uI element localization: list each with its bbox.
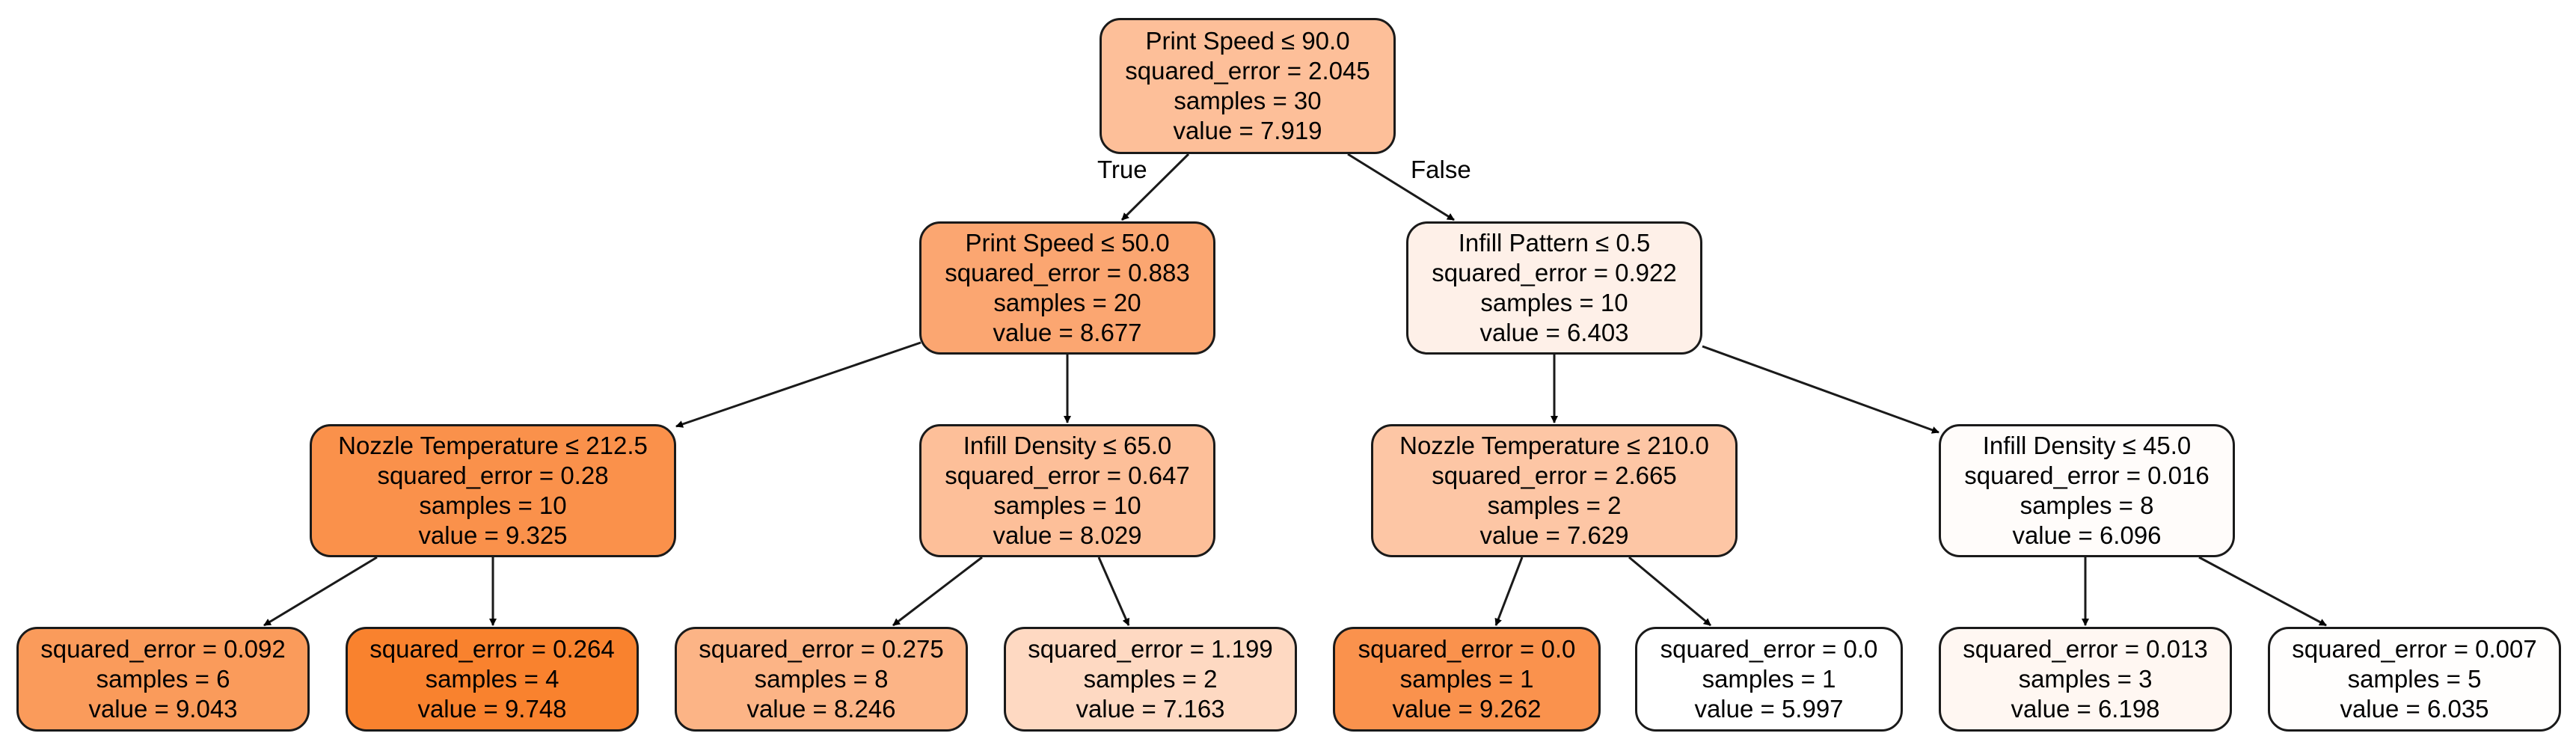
node-text-line: Print Speed ≤ 50.0 [965, 229, 1170, 257]
node-text-line: squared_error = 0.092 [40, 635, 286, 663]
node-text-line: samples = 8 [2020, 491, 2154, 519]
node-text-line: squared_error = 0.28 [377, 462, 609, 489]
tree-edge [1097, 557, 1130, 626]
tree-edge [675, 341, 921, 428]
node-text-line: squared_error = 0.264 [369, 635, 615, 663]
node-text-line: value = 6.096 [2012, 521, 2162, 549]
node-text-line: samples = 10 [419, 491, 567, 519]
node-text-line: squared_error = 0.0 [1358, 635, 1576, 663]
tree-node: Nozzle Temperature ≤ 212.5 squared_error … [310, 424, 676, 557]
node-text-line: value = 5.997 [1694, 695, 1844, 723]
node-text-line: Nozzle Temperature ≤ 212.5 [338, 432, 648, 459]
node-text-line: Infill Pattern ≤ 0.5 [1458, 229, 1651, 257]
node-text-line: Print Speed ≤ 90.0 [1145, 27, 1350, 55]
node-text-line: samples = 1 [1702, 665, 1836, 693]
node-text-line: squared_error = 0.016 [1964, 462, 2209, 489]
node-text-line: samples = 2 [1487, 491, 1622, 519]
tree-edge [1702, 345, 1939, 434]
tree-node: Infill Density ≤ 65.0 squared_error = 0.6… [919, 424, 1215, 557]
tree-node: Nozzle Temperature ≤ 210.0 squared_error … [1371, 424, 1738, 557]
node-text-line: samples = 6 [96, 665, 230, 693]
node-text-line: Infill Density ≤ 45.0 [1982, 432, 2192, 459]
tree-node: Infill Density ≤ 45.0 squared_error = 0.0… [1939, 424, 2235, 557]
node-text-line: Infill Density ≤ 65.0 [963, 432, 1172, 459]
node-text-line: samples = 30 [1174, 87, 1322, 114]
node-text-line: squared_error = 2.045 [1125, 57, 1370, 85]
node-text-line: value = 7.919 [1173, 117, 1322, 144]
tree-edge [1347, 153, 1455, 221]
node-text-line: samples = 2 [1083, 665, 1218, 693]
node-text-line: squared_error = 2.665 [1432, 462, 1677, 489]
node-text-line: samples = 1 [1399, 665, 1534, 693]
node-text-line: value = 6.403 [1479, 319, 1629, 346]
node-text-line: value = 7.163 [1076, 695, 1225, 723]
tree-edge [263, 556, 378, 627]
tree-edge [2198, 556, 2327, 627]
node-text-line: samples = 10 [993, 491, 1141, 519]
node-text-line: samples = 8 [754, 665, 889, 693]
node-text-line: squared_error = 0.883 [945, 259, 1190, 286]
node-text-line: samples = 10 [1480, 289, 1628, 316]
node-text-line: squared_error = 0.0 [1660, 635, 1878, 663]
node-text-line: squared_error = 0.007 [2292, 635, 2537, 663]
edge-label-true: True [1097, 156, 1147, 183]
node-text-line: value = 8.677 [993, 319, 1142, 346]
node-text-line: value = 9.325 [418, 521, 568, 549]
node-text-line: samples = 3 [2018, 665, 2153, 693]
node-text-line: value = 8.029 [993, 521, 1142, 549]
tree-edge [892, 556, 983, 627]
node-text-line: squared_error = 0.013 [1963, 635, 2208, 663]
node-text-line: value = 6.035 [2340, 695, 2489, 723]
node-text-line: squared_error = 1.199 [1028, 635, 1273, 663]
node-text-line: samples = 20 [993, 289, 1141, 316]
node-text-line: Nozzle Temperature ≤ 210.0 [1399, 432, 1709, 459]
node-text-line: samples = 5 [2347, 665, 2482, 693]
node-text-line: value = 7.629 [1479, 521, 1629, 549]
node-text-line: squared_error = 0.647 [945, 462, 1190, 489]
tree-edge [1120, 153, 1190, 221]
edge-label-false: False [1411, 156, 1471, 183]
node-text-line: squared_error = 0.275 [699, 635, 944, 663]
tree-edge [1628, 556, 1711, 627]
node-text-line: value = 6.198 [2011, 695, 2160, 723]
node-text-line: value = 8.246 [746, 695, 896, 723]
node-text-line: value = 9.262 [1392, 695, 1542, 723]
tree-edge [1494, 557, 1524, 626]
node-text-line: value = 9.748 [417, 695, 567, 723]
node-text-line: squared_error = 0.922 [1432, 259, 1677, 286]
node-text-line: samples = 4 [425, 665, 559, 693]
node-text-line: value = 9.043 [88, 695, 238, 723]
